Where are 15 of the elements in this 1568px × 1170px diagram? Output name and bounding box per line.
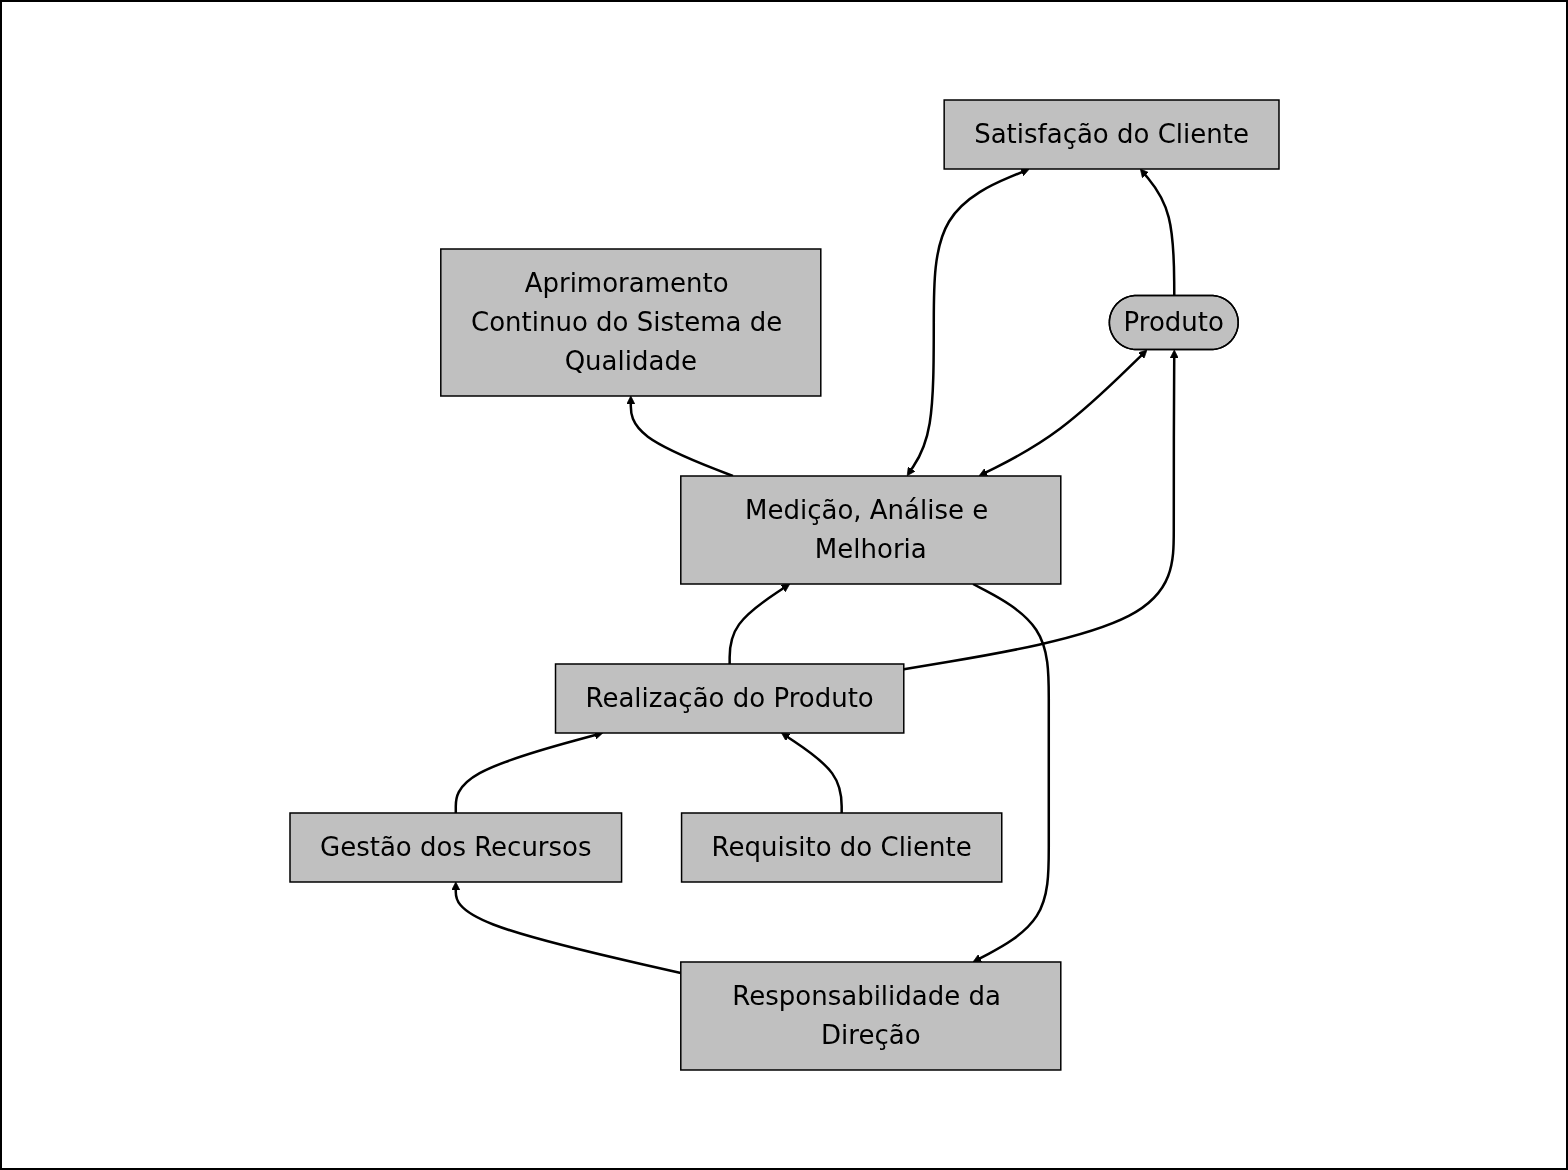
node-box: Realização do Produto <box>554 663 905 734</box>
arrow <box>1139 168 1176 296</box>
arrow <box>727 583 790 664</box>
arrow <box>450 881 681 975</box>
arrow <box>903 349 1179 671</box>
arrow <box>978 349 1147 477</box>
node-box: Gestão dos Recursos <box>288 812 622 883</box>
node-box: Medição, Análise e Melhoria <box>679 475 1062 585</box>
arrow <box>780 732 843 813</box>
node-box: Requisito do Cliente <box>680 812 1002 883</box>
arrow <box>625 395 733 478</box>
arrow <box>906 168 1030 477</box>
node-box: Responsabilidade da Direção <box>679 961 1062 1071</box>
node-box: Satisfação do Cliente <box>942 99 1280 170</box>
node-box: Aprimoramento Continuo do Sistema de Qualidade <box>439 248 822 397</box>
